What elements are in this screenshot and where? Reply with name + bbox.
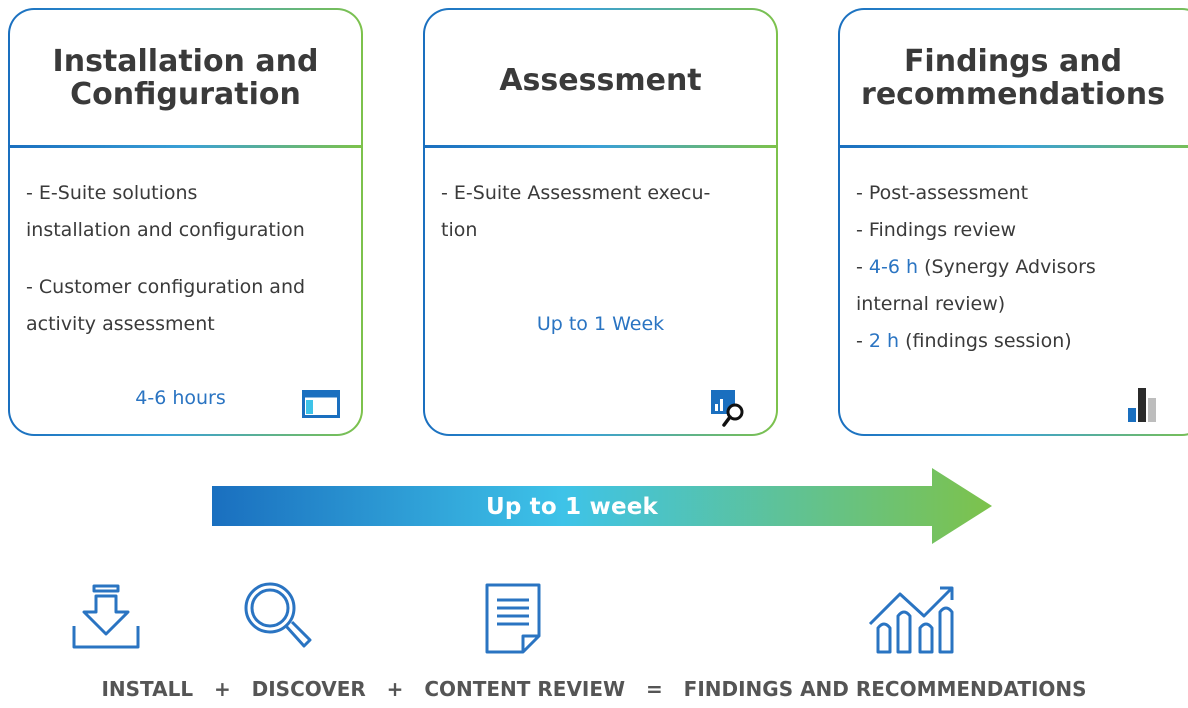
- duration-label: 4-6 hours: [135, 387, 226, 409]
- bar-chart-icon: [1128, 388, 1156, 422]
- card-title: Installation and Configuration: [52, 43, 319, 112]
- card-divider: [425, 145, 776, 148]
- analytics-house-icon: [868, 586, 954, 654]
- formula-result: FINDINGS AND RECOMMENDATIONS: [683, 677, 1087, 701]
- body-line: - 4-6 h (Synergy Advisors: [856, 256, 1096, 278]
- card-findings: Findings and recommendations - Post-asse…: [838, 8, 1188, 436]
- body-line: installation and configuration: [26, 219, 305, 241]
- body-line: - Findings review: [856, 219, 1016, 241]
- card-installation: Installation and Configuration - E-Suite…: [8, 8, 363, 436]
- equals-operator: =: [646, 677, 663, 701]
- card-divider: [840, 145, 1188, 148]
- card-title: Assessment: [499, 62, 702, 98]
- plus-operator: +: [386, 677, 404, 701]
- timeline-arrow: [212, 468, 992, 544]
- body-line: - Post-assessment: [856, 182, 1029, 204]
- formula-term-content-review: CONTENT REVIEW: [424, 677, 626, 701]
- card-assessment: Assessment - E-Suite Assessment execu- t…: [423, 8, 778, 436]
- formula-line: INSTALL + DISCOVER + CONTENT REVIEW = FI…: [0, 677, 1188, 701]
- formula-term-discover: DISCOVER: [251, 677, 366, 701]
- body-line: internal review): [856, 293, 1006, 315]
- formula-term-install: INSTALL: [101, 677, 194, 701]
- highlight-duration: 4-6 h: [868, 256, 919, 278]
- body-line: tion: [441, 219, 478, 241]
- document-icon: [485, 583, 541, 654]
- window-icon: [302, 390, 340, 418]
- card-divider: [10, 145, 361, 148]
- body-line: - E-Suite Assessment execu-: [441, 182, 711, 204]
- card-body: - E-Suite solutions installation and con…: [26, 175, 349, 343]
- timeline-label: Up to 1 week: [485, 494, 659, 520]
- body-line: activity assessment: [26, 313, 215, 335]
- card-title: Findings and recommendations: [861, 43, 1165, 112]
- plus-operator: +: [213, 677, 231, 701]
- body-line: - E-Suite solutions: [26, 182, 198, 204]
- duration-label: Up to 1 Week: [536, 313, 665, 335]
- card-body: - Post-assessment - Findings review - 4-…: [856, 175, 1188, 360]
- card-body: - E-Suite Assessment execu- tion: [441, 175, 764, 249]
- chart-magnifier-icon: [711, 390, 744, 427]
- download-icon: [72, 584, 140, 649]
- body-line: - 2 h (findings session): [856, 330, 1072, 352]
- search-icon: [244, 582, 312, 648]
- highlight-duration: 2 h: [868, 330, 900, 352]
- body-line: - Customer configuration and: [26, 276, 306, 298]
